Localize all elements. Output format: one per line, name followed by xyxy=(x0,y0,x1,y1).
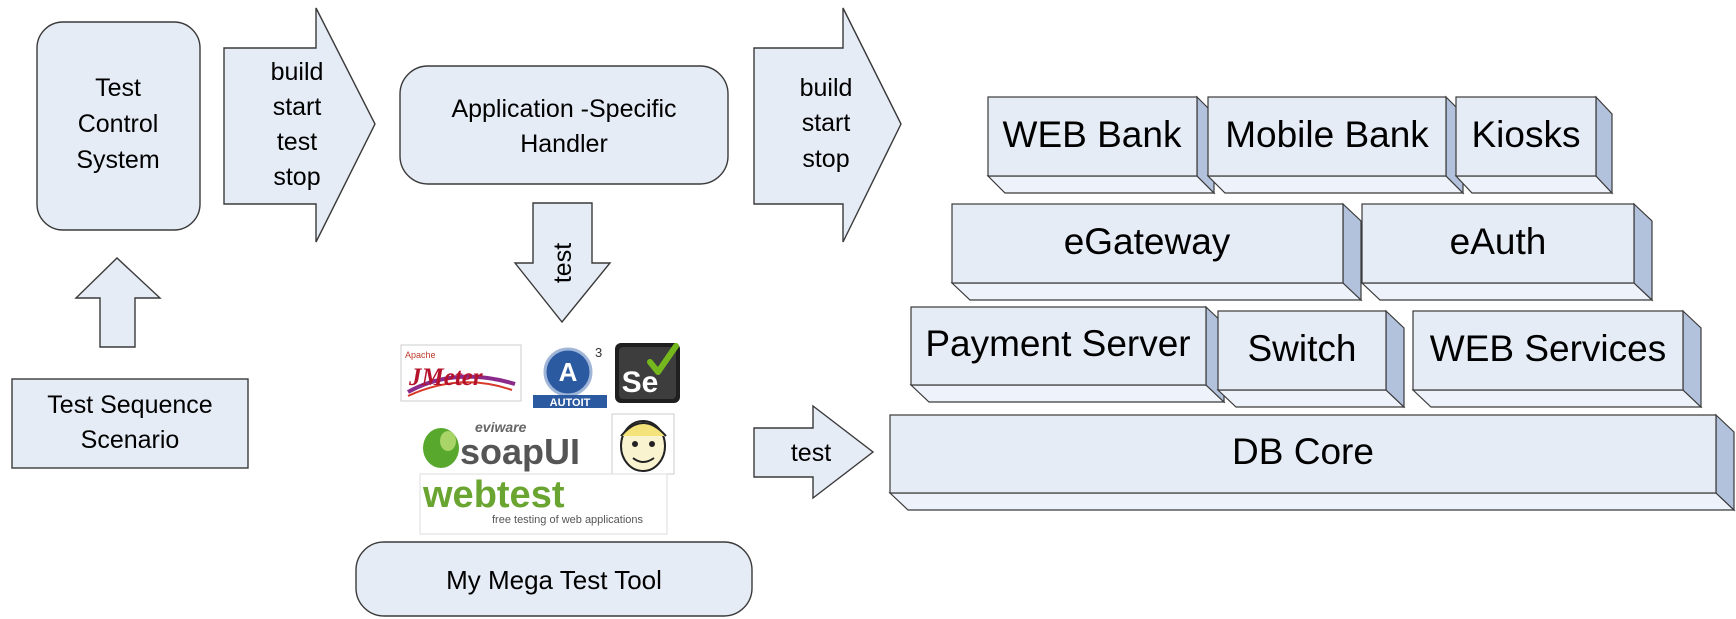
web-services-label: WEB Services xyxy=(1430,328,1666,369)
soapui-logo: eviware soapUI xyxy=(420,416,600,472)
block-db-core: DB Core xyxy=(888,413,1736,512)
arrow1-line-1: build xyxy=(271,58,324,86)
selenium-logo: Se xyxy=(615,343,680,403)
build-start-stop-arrow: build start stop xyxy=(753,7,902,243)
handler-line-2: Handler xyxy=(520,130,608,158)
block-egateway: eGateway xyxy=(950,202,1363,302)
db-core-label: DB Core xyxy=(1232,431,1374,472)
arrow1-line-4: stop xyxy=(273,163,320,191)
arrow2-line-2: start xyxy=(802,109,851,137)
block-switch: Switch xyxy=(1216,309,1406,409)
soapui-text: soapUI xyxy=(460,431,580,472)
webtest-logo: webtest free testing of web applications xyxy=(419,473,668,535)
switch-label: Switch xyxy=(1248,328,1357,369)
arrow2-line-1: build xyxy=(800,74,853,102)
jmeter-logo: Apache JMeter xyxy=(400,344,522,402)
test-control-system-box: Test Control System xyxy=(36,21,201,231)
block-web-services: WEB Services xyxy=(1411,309,1703,409)
test-arrow-label: test xyxy=(791,439,831,467)
autoit-logo: A 3 AUTOIT xyxy=(529,345,609,409)
payment-server-label: Payment Server xyxy=(925,323,1190,364)
block-web-bank: WEB Bank xyxy=(986,95,1216,195)
down-arrow-label: test xyxy=(549,243,577,283)
test-sequence-scenario-box: Test Sequence Scenario xyxy=(11,378,249,469)
web-bank-label: WEB Bank xyxy=(1003,114,1182,155)
kiosks-label: Kiosks xyxy=(1472,114,1581,155)
mobile-bank-label: Mobile Bank xyxy=(1225,114,1429,155)
jmeter-apache-text: Apache xyxy=(405,350,436,360)
tool-label: My Mega Test Tool xyxy=(446,565,662,595)
scenario-line-2: Scenario xyxy=(81,426,180,454)
autoit-superscript: 3 xyxy=(595,345,602,360)
checkmark-icon xyxy=(647,343,679,375)
selenium-text: Se xyxy=(622,366,659,399)
application-specific-handler-box: Application -Specific Handler xyxy=(399,65,729,185)
block-mobile-bank: Mobile Bank xyxy=(1206,95,1465,195)
face-logo-icon xyxy=(611,413,675,475)
block-kiosks: Kiosks xyxy=(1454,95,1614,195)
handler-line-1: Application -Specific xyxy=(451,95,676,123)
scenario-line-1: Test Sequence xyxy=(47,391,212,419)
arrow2-line-3: stop xyxy=(802,145,849,173)
autoit-text: AUTOIT xyxy=(550,397,591,409)
webtest-tagline: free testing of web applications xyxy=(492,514,644,526)
test-control-system-line-2: Control xyxy=(78,110,159,138)
test-control-system-line-3: System xyxy=(76,146,159,174)
jmeter-text: JMeter xyxy=(408,364,483,391)
webtest-text: webtest xyxy=(422,474,565,516)
up-arrow xyxy=(74,257,162,348)
egateway-label: eGateway xyxy=(1064,221,1231,262)
down-test-arrow: test xyxy=(513,202,612,324)
eauth-label: eAuth xyxy=(1450,221,1547,262)
my-mega-test-tool-box: My Mega Test Tool xyxy=(355,541,753,617)
arrow1-line-3: test xyxy=(277,128,317,156)
arrow1-line-2: start xyxy=(273,93,322,121)
build-start-test-stop-arrow: build start test stop xyxy=(223,7,376,243)
autoit-a-glyph: A xyxy=(559,357,578,387)
block-eauth: eAuth xyxy=(1360,202,1654,302)
block-payment-server: Payment Server xyxy=(909,305,1226,404)
test-arrow-to-system: test xyxy=(753,404,875,500)
soapui-eviware-text: eviware xyxy=(475,419,527,435)
test-control-system-line-1: Test xyxy=(95,74,141,102)
